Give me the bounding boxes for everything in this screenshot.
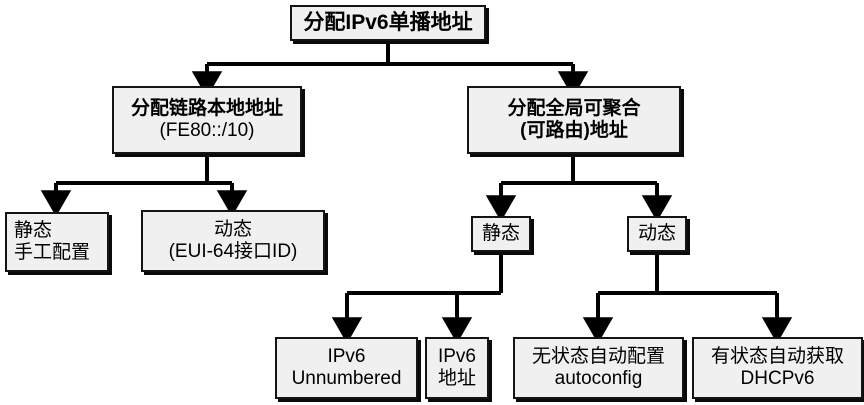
node-ll-static-line-1: 静态 [14,219,53,241]
node-link-local-line-2: (FE80::/10) [159,120,255,141]
node-link-local[interactable]: 分配链路本地地址 (FE80::/10) [112,86,302,154]
node-root-line-1: 分配IPv6单播地址 [303,10,473,34]
node-dhcpv6[interactable]: 有状态自动获取 DHCPv6 [692,337,863,399]
node-autoconfig-line-1: 无状态自动配置 [531,345,665,367]
node-global-dynamic[interactable]: 动态 [627,216,687,252]
node-ll-static[interactable]: 静态 手工配置 [5,212,109,272]
node-ipv6-unnumbered-line-1: IPv6 [327,345,366,367]
node-ll-dynamic[interactable]: 动态 (EUI-64接口ID) [141,210,325,272]
node-dhcpv6-line-1: 有状态自动获取 [710,345,844,367]
node-global-dynamic-line-1: 动态 [637,222,676,244]
node-autoconfig[interactable]: 无状态自动配置 autoconfig [513,337,684,399]
node-global-static[interactable]: 静态 [471,216,531,252]
node-link-local-line-1: 分配链路本地地址 [130,97,283,119]
node-ll-dynamic-line-2: (EUI-64接口ID) [168,241,298,262]
node-root[interactable]: 分配IPv6单播地址 [290,5,486,41]
node-ll-dynamic-line-1: 动态 [213,218,252,240]
node-global-static-line-1: 静态 [481,222,520,244]
node-ipv6-address-line-2: 地址 [437,368,476,389]
node-ll-static-line-2: 手工配置 [14,242,91,263]
node-ipv6-unnumbered-line-2: Unnumbered [291,368,402,389]
node-dhcpv6-line-2: DHCPv6 [740,368,815,389]
node-global-aggregatable[interactable]: 分配全局可聚合 (可路由)地址 [467,86,681,154]
node-autoconfig-line-2: autoconfig [554,368,643,389]
node-ipv6-address-line-1: IPv6 [437,345,477,367]
node-global-line-1: 分配全局可聚合 [507,97,641,119]
node-global-line-2: (可路由)地址 [520,120,628,141]
node-ipv6-unnumbered[interactable]: IPv6 Unnumbered [275,337,418,399]
node-ipv6-address[interactable]: IPv6 地址 [425,337,489,399]
